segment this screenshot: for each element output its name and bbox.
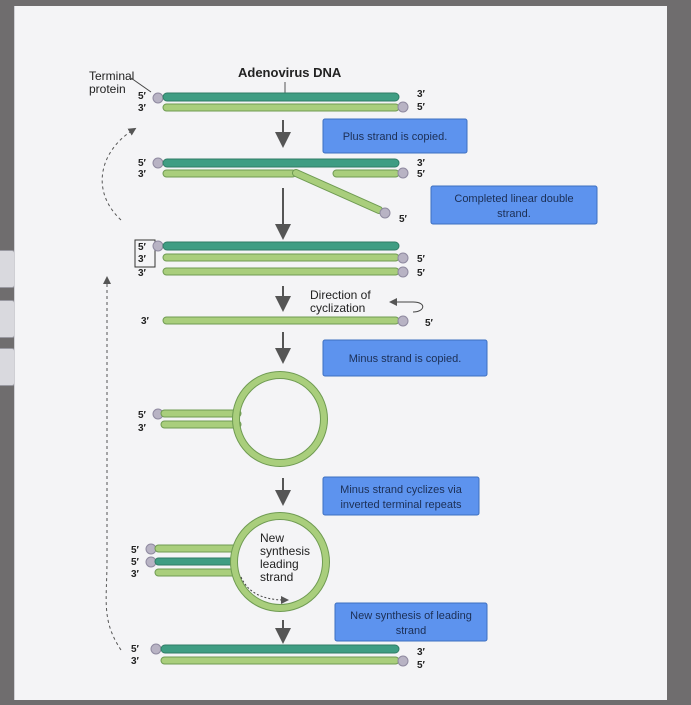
svg-text:Minus strand is copied.: Minus strand is copied. — [349, 353, 462, 365]
svg-text:5′: 5′ — [417, 254, 426, 265]
new-synthesis-label-2: synthesis — [260, 544, 310, 558]
svg-text:3′: 3′ — [138, 169, 147, 180]
svg-text:3′: 3′ — [417, 158, 426, 169]
new-synthesis-label-1: New — [260, 531, 284, 545]
svg-text:3′: 3′ — [138, 254, 147, 265]
svg-text:5′: 5′ — [138, 410, 147, 421]
terminal-protein — [397, 101, 409, 113]
svg-text:Completed linear double: Completed linear double — [454, 193, 573, 205]
svg-text:strand: strand — [396, 625, 427, 637]
svg-text:5′: 5′ — [417, 169, 426, 180]
svg-text:5′: 5′ — [417, 268, 426, 279]
cycle-dashed-arrow — [103, 276, 122, 651]
row4-single-minus-strand: 3′ 5′ — [141, 315, 434, 329]
adenovirus-replication-diagram: Terminal protein Adenovirus DNA 5′ 3′ 3′… — [89, 65, 598, 671]
side-tab[interactable] — [0, 348, 15, 386]
svg-text:5′: 5′ — [417, 102, 426, 113]
new-synthesis-leading-box: New synthesis of leading strand — [334, 602, 488, 642]
svg-text:Plus strand is copied.: Plus strand is copied. — [343, 131, 448, 143]
svg-text:5′: 5′ — [417, 660, 426, 671]
new-synthesis-label-4: strand — [260, 570, 293, 584]
side-tab[interactable] — [0, 250, 15, 288]
terminal-protein-label-2: protein — [89, 82, 126, 96]
row3-two-products: 5′ 3′ 3′ 5′ 5′ — [134, 239, 426, 279]
svg-text:5′: 5′ — [131, 644, 140, 655]
svg-text:New synthesis of leading: New synthesis of leading — [350, 610, 472, 622]
direction-label-2: cyclization — [310, 301, 365, 315]
row6-new-synthesis-circle: 5′ 5′ 3′ — [131, 512, 330, 612]
completed-linear-box: Completed linear double strand. — [430, 185, 598, 225]
title-adenovirus-dna: Adenovirus DNA — [238, 65, 342, 80]
new-synthesis-label-3: leading — [260, 557, 299, 571]
svg-text:inverted terminal repeats: inverted terminal repeats — [340, 499, 462, 511]
diagram-sheet: Terminal protein Adenovirus DNA 5′ 3′ 3′… — [14, 6, 667, 700]
terminal-protein-label-1: Terminal — [89, 69, 134, 83]
svg-text:3′: 3′ — [131, 656, 140, 667]
svg-text:3′: 3′ — [138, 103, 147, 114]
direction-label-1: Direction of — [310, 288, 371, 302]
svg-text:5′: 5′ — [131, 545, 140, 556]
row2-displacement: 5′ 3′ 3′ 5′ 5′ — [138, 157, 426, 225]
svg-text:Minus strand cyclizes via: Minus strand cyclizes via — [340, 484, 463, 496]
cycle-dashed-arrow-top — [101, 127, 137, 221]
svg-text:3′: 3′ — [141, 316, 150, 327]
svg-text:strand.: strand. — [497, 208, 531, 220]
svg-text:3′: 3′ — [417, 647, 426, 658]
svg-text:5′: 5′ — [138, 91, 147, 102]
svg-text:5′: 5′ — [399, 214, 408, 225]
svg-text:3′: 3′ — [138, 423, 147, 434]
minus-cyclizes-box: Minus strand cyclizes via inverted termi… — [322, 476, 480, 516]
svg-text:5′: 5′ — [131, 557, 140, 568]
svg-text:3′: 3′ — [138, 268, 147, 279]
svg-text:5′: 5′ — [138, 158, 147, 169]
terminal-protein — [152, 92, 164, 104]
side-tab[interactable] — [0, 300, 15, 338]
svg-text:3′: 3′ — [131, 569, 140, 580]
row7-final-duplex: 5′ 3′ 3′ 5′ — [131, 643, 426, 671]
row5-panhandle-circle: 5′ 3′ — [138, 371, 328, 467]
svg-text:5′: 5′ — [425, 318, 434, 329]
plus-strand-copied-box: Plus strand is copied. — [322, 118, 468, 154]
row1-duplex: 5′ 3′ 3′ 5′ — [138, 89, 426, 114]
svg-text:5′: 5′ — [138, 242, 147, 253]
svg-text:3′: 3′ — [417, 89, 426, 100]
minus-strand-copied-box: Minus strand is copied. — [322, 339, 488, 377]
